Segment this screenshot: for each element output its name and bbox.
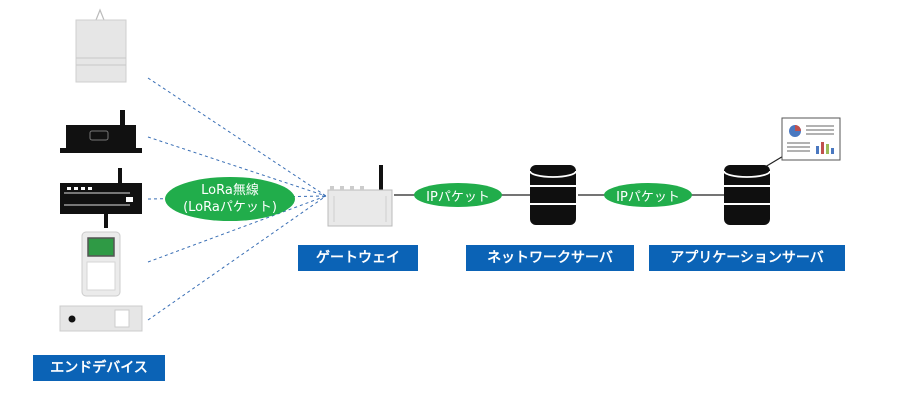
- network-server-label: ネットワークサーバ: [466, 245, 634, 271]
- radio-link-4: [147, 195, 327, 263]
- gateway-label: ゲートウェイ: [298, 245, 418, 271]
- gateway-icon: [327, 165, 393, 227]
- bag-device-icon: [75, 8, 127, 83]
- ip-packet-pill-1: IPパケット: [414, 183, 502, 207]
- lora-radio-label: LoRa無線: [201, 183, 259, 198]
- radio-link-2: [147, 136, 327, 197]
- ip-packet-label-2: IPパケット: [616, 189, 680, 205]
- end-devices-label: エンドデバイス: [33, 355, 165, 381]
- report-document-icon: [781, 117, 841, 161]
- radio-links: [147, 77, 327, 321]
- rack-device-icon: [60, 168, 142, 228]
- box-device-icon: [59, 305, 143, 332]
- ip-packet-pill-2: IPパケット: [604, 183, 692, 207]
- handheld-device-icon: [81, 231, 121, 297]
- router-device-icon: [60, 110, 142, 153]
- radio-link-5: [147, 195, 327, 321]
- lora-radio-pill: LoRa無線 (LoRaパケット): [165, 177, 295, 221]
- ip-packet-label-1: IPパケット: [426, 189, 490, 205]
- server-icon: [529, 165, 577, 225]
- lora-packet-label: (LoRaパケット): [183, 200, 277, 215]
- application-server-label: アプリケーションサーバ: [649, 245, 845, 271]
- server-icon: [723, 165, 771, 225]
